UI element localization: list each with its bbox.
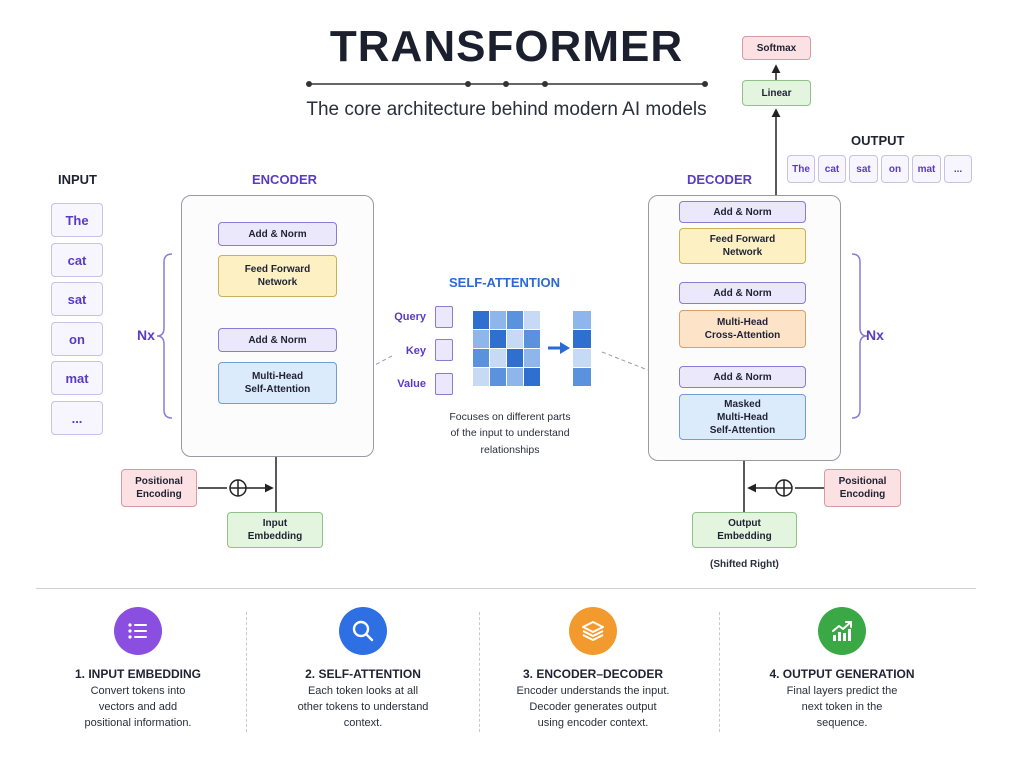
step-description: Each token looks at all other tokens to … <box>297 685 429 729</box>
encoder-self-attention: Multi-Head Self-Attention <box>218 362 337 404</box>
decoder-repeat-label: Nx <box>866 327 884 343</box>
linear-block: Linear <box>742 80 811 106</box>
step-title: 3. ENCODER–DECODER <box>522 667 664 681</box>
query-label: Query <box>394 311 426 323</box>
value-label: Value <box>397 378 426 390</box>
output-token: sat <box>849 155 878 183</box>
section-divider <box>36 588 976 589</box>
page-title: TRANSFORMER <box>329 22 684 71</box>
attention-cell <box>490 330 506 348</box>
attention-cell <box>473 330 489 348</box>
step-title: 2. SELF-ATTENTION <box>305 667 421 681</box>
key-label: Key <box>405 345 426 357</box>
query-vector <box>435 306 453 328</box>
attention-matrix <box>473 311 541 387</box>
attention-cell <box>473 368 489 386</box>
decoder-cross-attention: Multi-Head Cross-Attention <box>679 310 806 348</box>
step-divider <box>246 612 247 732</box>
output-token: The <box>787 155 815 183</box>
layers-icon <box>569 607 617 655</box>
decoder-add-norm-top: Add & Norm <box>679 201 806 223</box>
output-token: on <box>881 155 909 183</box>
value-vector <box>435 373 453 395</box>
attention-cell <box>524 311 540 329</box>
attention-cell <box>507 311 523 329</box>
decoder-label: DECODER <box>687 172 753 187</box>
attention-cell <box>490 311 506 329</box>
decoder-positional-encoding: Positional Encoding <box>824 469 901 507</box>
input-token: mat <box>51 361 103 395</box>
output-vector-cell <box>573 311 591 329</box>
output-vector-cell <box>573 349 591 367</box>
output-token: mat <box>912 155 941 183</box>
output-token: ... <box>944 155 972 183</box>
page-subtitle: The core architecture behind modern AI m… <box>306 99 707 120</box>
input-token: The <box>51 203 103 237</box>
step-description: Convert tokens into vectors and add posi… <box>84 685 192 729</box>
attention-cell <box>524 330 540 348</box>
encoder-add-norm-top: Add & Norm <box>218 222 337 246</box>
step-description: Final layers predict the next token in t… <box>786 685 898 729</box>
attention-cell <box>473 349 489 367</box>
input-token: sat <box>51 282 103 316</box>
output-label: OUTPUT <box>851 133 905 148</box>
shifted-right-label: (Shifted Right) <box>710 559 779 570</box>
self-attention-description: Focuses on different parts of the input … <box>449 411 571 456</box>
step-title: 1. INPUT EMBEDDING <box>74 667 201 681</box>
decoder-feed-forward: Feed Forward Network <box>679 228 806 264</box>
input-embedding: Input Embedding <box>227 512 323 548</box>
attention-cell <box>507 330 523 348</box>
input-token: on <box>51 322 103 356</box>
step-divider <box>719 612 720 732</box>
search-icon <box>339 607 387 655</box>
attention-cell <box>507 349 523 367</box>
softmax-block: Softmax <box>742 36 811 60</box>
input-token: ... <box>51 401 103 435</box>
output-token: cat <box>818 155 846 183</box>
self-attention-title: SELF-ATTENTION <box>449 275 560 290</box>
growth-chart-icon <box>818 607 866 655</box>
attention-cell <box>507 368 523 386</box>
output-vector-cell <box>573 330 591 348</box>
encoder-feed-forward: Feed Forward Network <box>218 255 337 297</box>
attention-cell <box>524 349 540 367</box>
input-label: INPUT <box>58 172 97 187</box>
step-description: Encoder understands the input. Decoder g… <box>516 685 670 729</box>
attention-cell <box>524 368 540 386</box>
attention-cell <box>473 311 489 329</box>
step-divider <box>479 612 480 732</box>
key-vector <box>435 339 453 361</box>
attention-cell <box>490 349 506 367</box>
input-token: cat <box>51 243 103 277</box>
decoder-add-norm-mid: Add & Norm <box>679 282 806 304</box>
output-vector-cell <box>573 368 591 386</box>
list-icon <box>114 607 162 655</box>
encoder-repeat-label: Nx <box>137 327 155 343</box>
encoder-positional-encoding: Positional Encoding <box>121 469 197 507</box>
encoder-add-norm-bottom: Add & Norm <box>218 328 337 352</box>
step-title: 4. OUTPUT GENERATION <box>769 667 915 681</box>
decoder-masked-attention: Masked Multi-Head Self-Attention <box>679 394 806 440</box>
decoder-add-norm-bottom: Add & Norm <box>679 366 806 388</box>
encoder-label: ENCODER <box>252 172 318 187</box>
output-embedding: Output Embedding <box>692 512 797 548</box>
attention-cell <box>490 368 506 386</box>
attention-output-vector <box>573 311 591 387</box>
